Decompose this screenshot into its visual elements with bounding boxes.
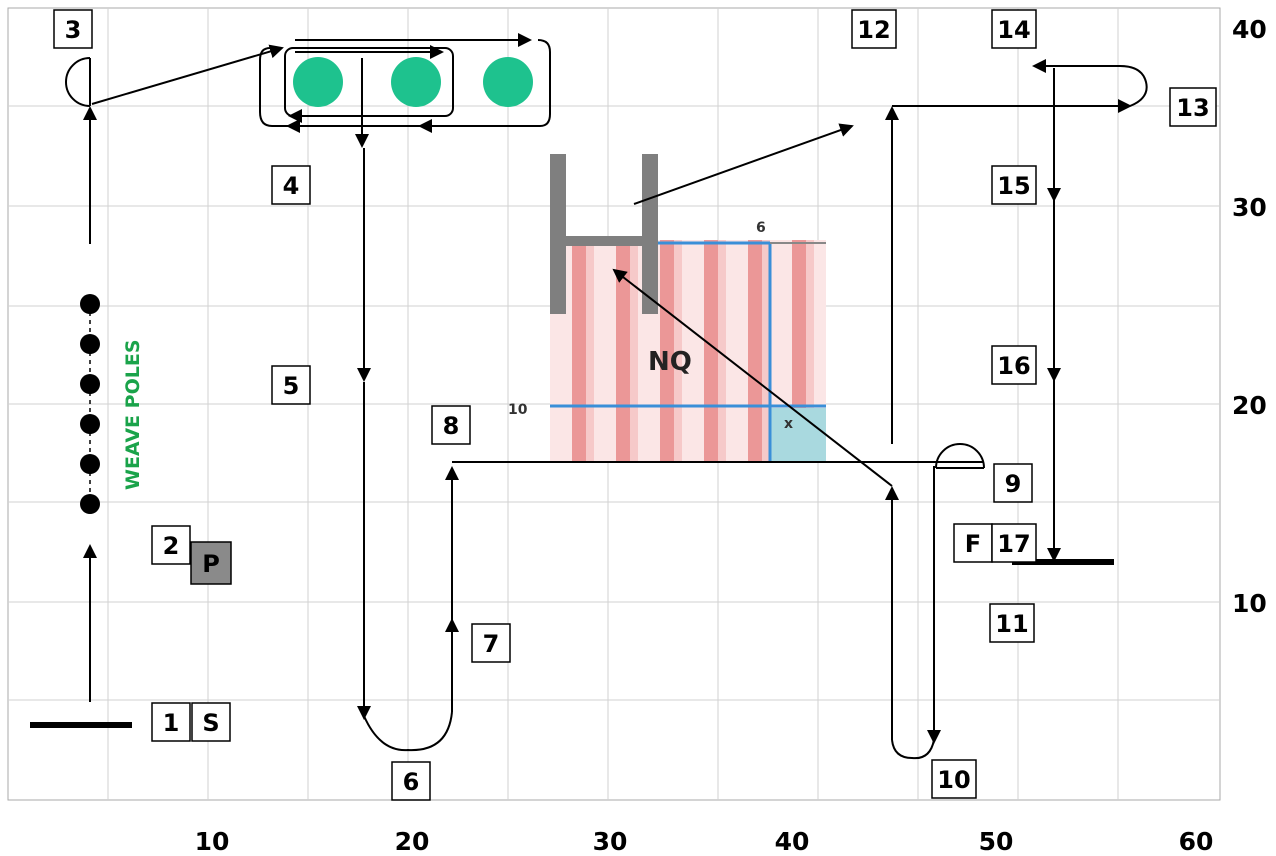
number-7: 7 xyxy=(483,630,500,658)
x-tick-60: 60 xyxy=(1179,827,1214,856)
tunnel-group xyxy=(259,33,551,133)
number-10: 10 xyxy=(937,766,970,794)
nq-dim-left: 10 xyxy=(508,402,528,418)
nq-label: NQ xyxy=(648,347,692,377)
tunnel-circle xyxy=(391,57,441,107)
start-marker: S xyxy=(202,709,219,737)
handler-path xyxy=(65,44,1148,760)
number-8: 8 xyxy=(443,412,460,440)
number-6: 6 xyxy=(403,768,420,796)
x-tick-40: 40 xyxy=(775,827,810,856)
x-tick-50: 50 xyxy=(979,827,1014,856)
weave-pole xyxy=(80,494,100,514)
x-tick-10: 10 xyxy=(195,827,230,856)
x-zone-label: x xyxy=(784,416,793,432)
y-tick-40: 40 xyxy=(1232,15,1267,44)
x-zone xyxy=(770,408,826,462)
x-tick-30: 30 xyxy=(593,827,628,856)
number-4: 4 xyxy=(283,172,300,200)
number-14: 14 xyxy=(997,16,1030,44)
weave-pole xyxy=(80,414,100,434)
number-1: 1 xyxy=(163,709,180,737)
number-2: 2 xyxy=(163,532,180,560)
grid xyxy=(8,8,1220,800)
pause-table xyxy=(190,541,232,585)
number-12: 12 xyxy=(857,16,890,44)
number-boxes: 1 S 2 3 4 5 6 7 8 9 10 11 12 13 14 15 16 xyxy=(53,9,1217,801)
weave-pole xyxy=(80,454,100,474)
nq-area: NQ 6 10 x xyxy=(508,154,826,462)
tunnel-circle xyxy=(483,57,533,107)
table-post-left xyxy=(550,154,566,314)
nq-dim-top: 6 xyxy=(756,220,766,236)
weave-pole xyxy=(80,334,100,354)
weave-poles xyxy=(80,294,100,514)
number-15: 15 xyxy=(997,172,1030,200)
weave-pole xyxy=(80,374,100,394)
pause-table-label: P xyxy=(202,550,220,578)
finish-marker: F xyxy=(965,530,981,558)
y-tick-10: 10 xyxy=(1232,589,1267,618)
number-3: 3 xyxy=(65,16,82,44)
number-17: 17 xyxy=(997,530,1030,558)
tunnel-circle xyxy=(293,57,343,107)
table-post-right xyxy=(642,154,658,314)
number-16: 16 xyxy=(997,352,1030,380)
y-tick-30: 30 xyxy=(1232,193,1267,222)
number-11: 11 xyxy=(995,610,1028,638)
table-crossbar xyxy=(550,236,658,246)
weave-pole xyxy=(80,294,100,314)
number-5: 5 xyxy=(283,372,300,400)
y-tick-20: 20 xyxy=(1232,391,1267,420)
number-13: 13 xyxy=(1176,94,1209,122)
x-tick-20: 20 xyxy=(395,827,430,856)
number-9: 9 xyxy=(1005,470,1022,498)
weave-poles-label: WEAVE POLES xyxy=(122,340,144,491)
